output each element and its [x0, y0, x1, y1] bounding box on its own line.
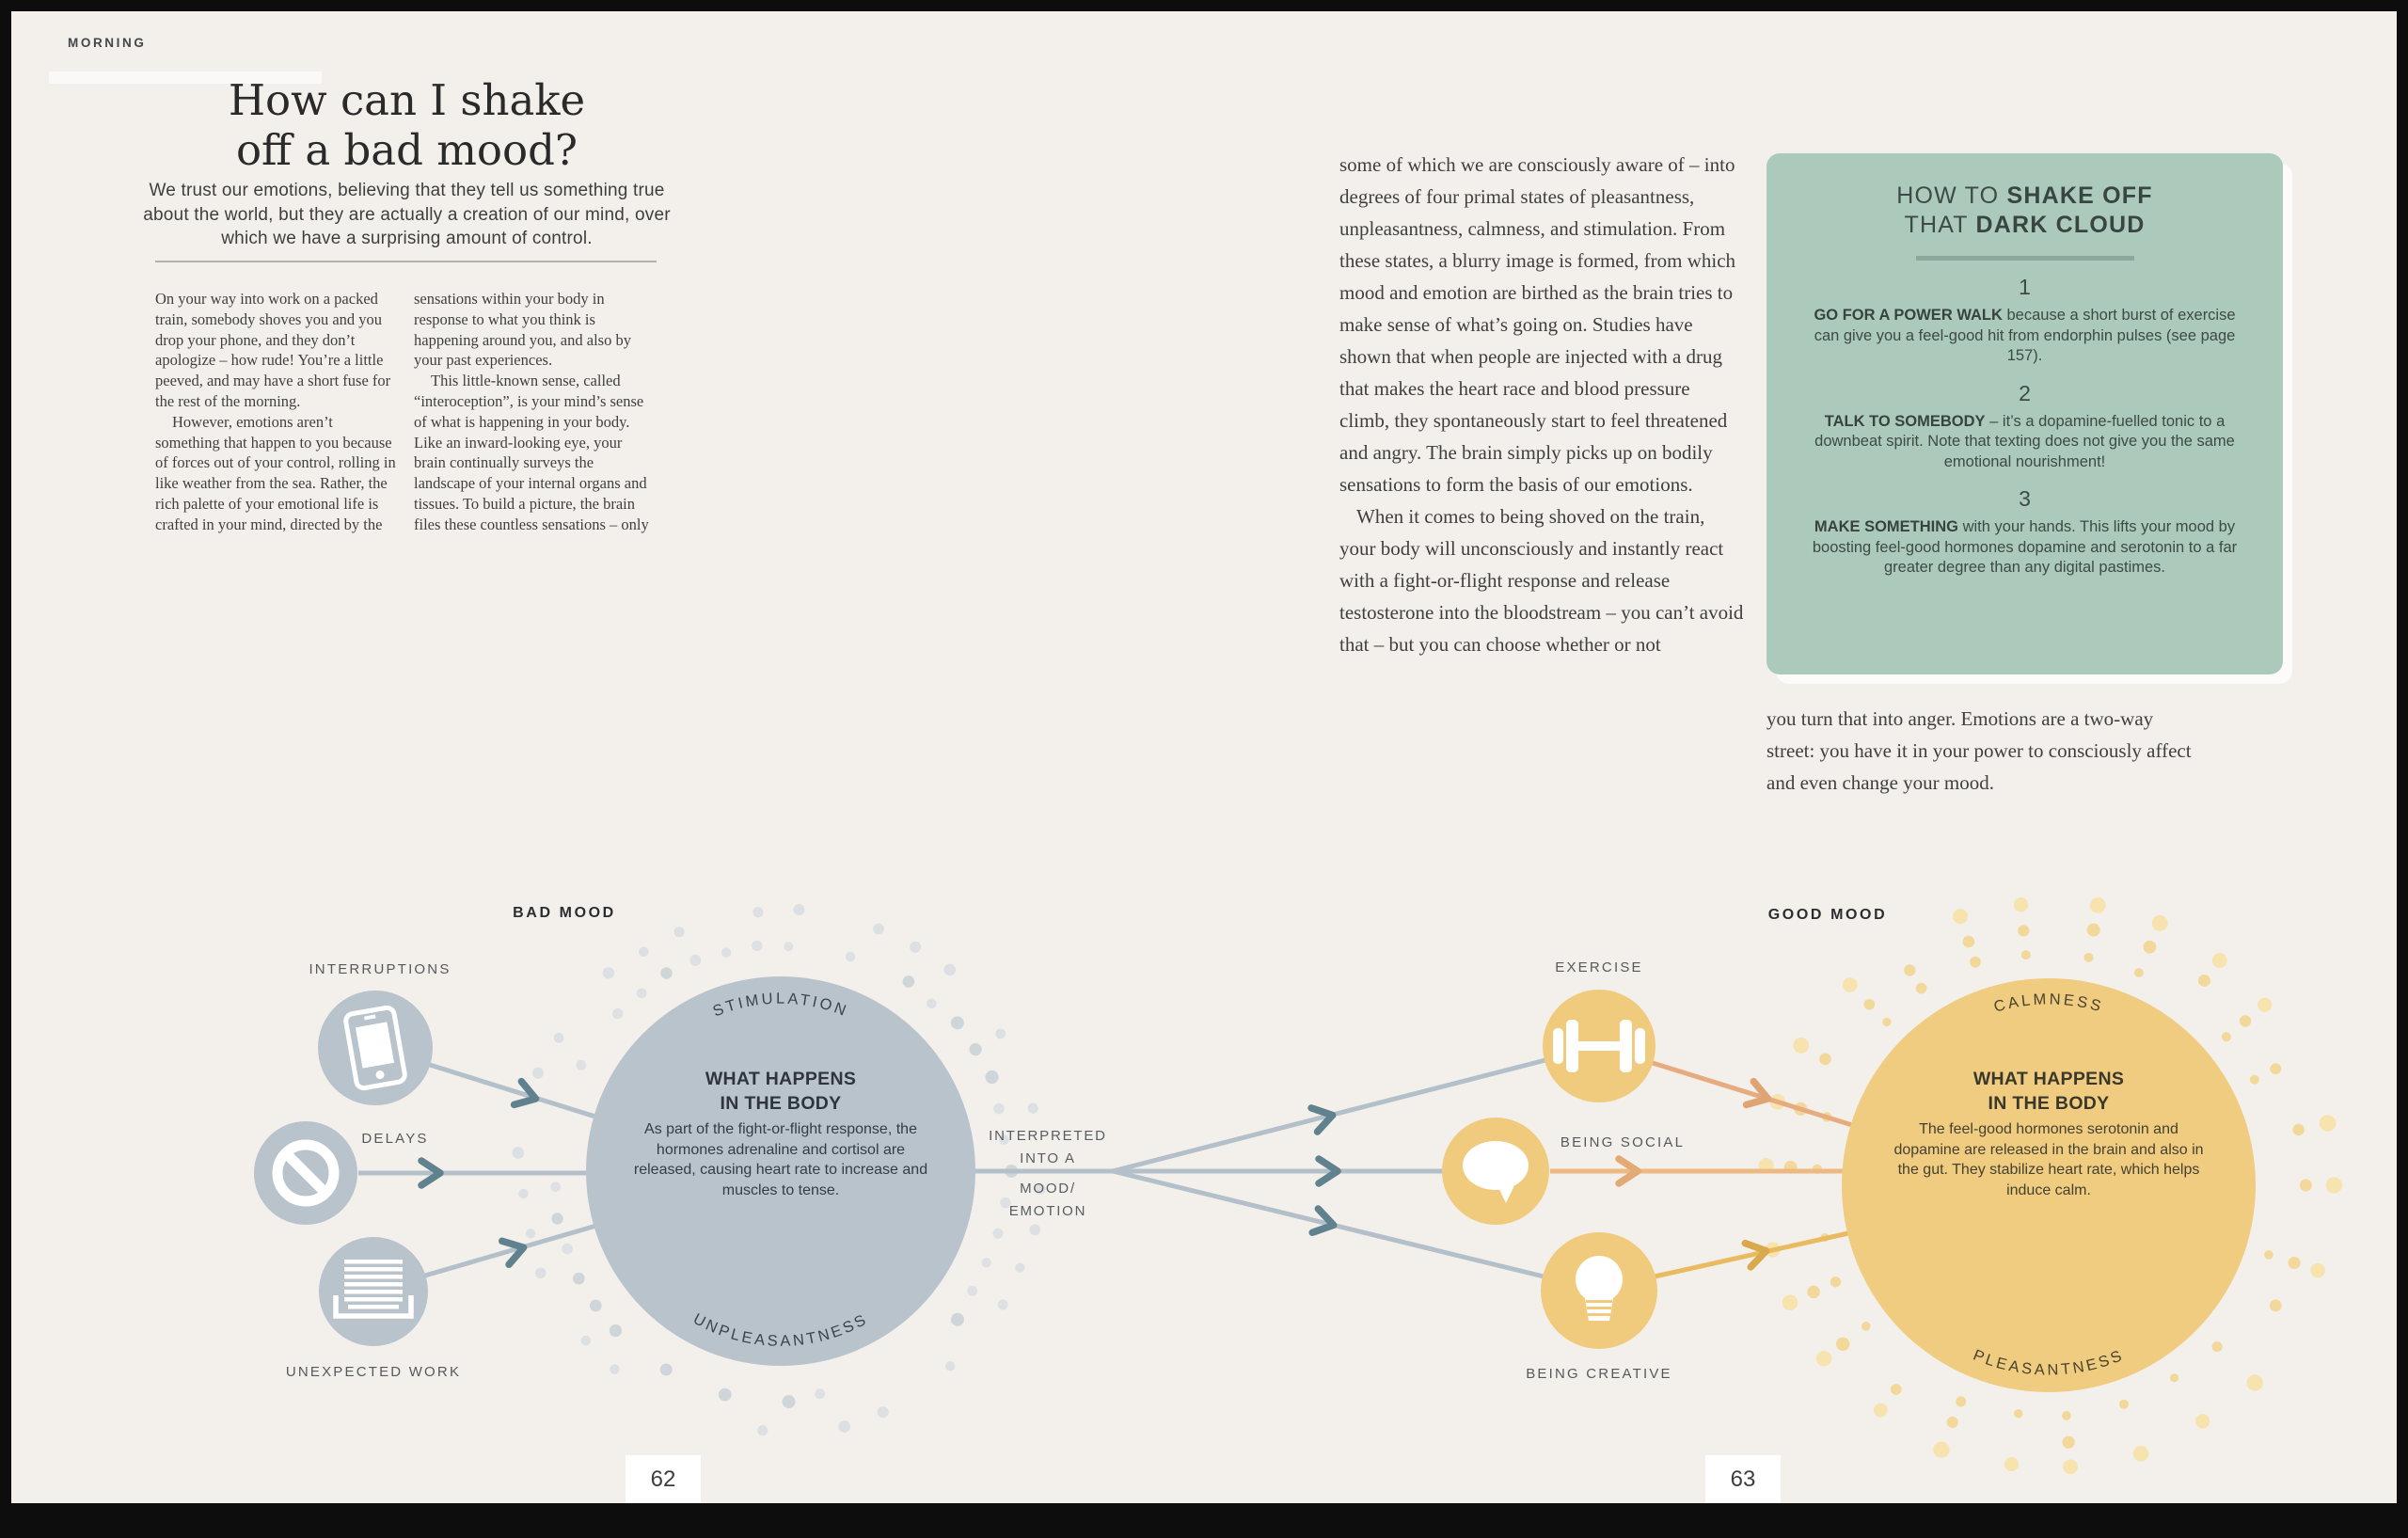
label-delays: DELAYS [361, 1131, 429, 1147]
body-column-2: sensations within your body in response … [414, 289, 655, 535]
page-number-left: 62 [626, 1455, 701, 1503]
bad-mood-circle [586, 976, 975, 1366]
howto-box-title: HOW TO SHAKE OFF THAT DARK CLOUD [1800, 182, 2249, 240]
paragraph: sensations within your body in response … [414, 290, 631, 370]
interpreted-line: INTO A [1020, 1150, 1076, 1166]
body-column-3: some of which we are consciously aware o… [1339, 149, 1744, 660]
interpreted-label-top: INTERPRETED INTO A [967, 1125, 1129, 1170]
exercise-icon-circle [1543, 990, 1656, 1102]
label-interruptions: INTERRUPTIONS [309, 961, 452, 977]
good-mood-sun-rays [1758, 897, 2343, 1475]
howto-step: MAKE SOMETHING with your hands. This lif… [1800, 517, 2249, 579]
paragraph: However, emotions aren’t something that … [155, 412, 396, 533]
label-exercise: EXERCISE [1555, 959, 1643, 975]
good-circle-heading: WHAT HAPPENS IN THE BODY [1915, 1068, 2182, 1116]
step-lead: TALK TO SOMEBODY [1824, 412, 1986, 430]
step-text: because a short burst of exercise can gi… [1814, 307, 2236, 364]
dumbbell-icon [1553, 1020, 1645, 1072]
interpreted-line: EMOTION [1008, 1203, 1087, 1219]
howto-box: HOW TO SHAKE OFF THAT DARK CLOUD 1 GO FO… [1766, 153, 2283, 674]
smartphone-icon [343, 1005, 407, 1091]
paragraph: you turn that into anger. Emotions are a… [1766, 707, 2192, 794]
good-mood-title: GOOD MOOD [1767, 907, 1888, 923]
paragraph: some of which we are consciously aware o… [1339, 153, 1736, 496]
bad-mood-title: BAD MOOD [513, 905, 616, 921]
howto-divider [1915, 256, 2134, 261]
step-text: – it’s a dopamine-fuelled tonic to a dow… [1814, 412, 2235, 470]
step-lead: GO FOR A POWER WALK [1814, 307, 2003, 324]
heading-line: WHAT HAPPENS [705, 1069, 857, 1089]
body-column-4: you turn that into anger. Emotions are a… [1766, 703, 2199, 799]
speech-bubble-icon [1463, 1141, 1529, 1203]
bad-circle-body: As part of the fight-or-flight response,… [633, 1121, 928, 1198]
interruptions-icon-circle [318, 991, 433, 1105]
howto-title-regular: THAT [1904, 212, 1969, 238]
interpreted-line: INTERPRETED [989, 1128, 1107, 1144]
arrowhead-chevrons [418, 1077, 1772, 1271]
howto-step: GO FOR A POWER WALK because a short burs… [1800, 306, 2249, 367]
bad-circle-heading: WHAT HAPPENS IN THE BODY [647, 1068, 914, 1116]
no-entry-icon [272, 1139, 340, 1207]
paragraph: This little-known sense, called “interoc… [414, 372, 649, 533]
howto-title-bold: DARK CLOUD [1975, 212, 2146, 238]
step-number: 3 [2019, 486, 2031, 511]
good-mood-circle [1842, 978, 2256, 1392]
howto-title-regular: HOW TO [1896, 182, 2000, 209]
step-text: with your hands. This lifts your mood by… [1812, 518, 2238, 576]
interpreted-label-bottom: MOOD/ EMOTION [967, 1178, 1129, 1223]
howto-title-line1: HOW TO SHAKE OFF [1800, 182, 2249, 211]
paragraph: When it comes to being shoved on the tra… [1339, 505, 1744, 656]
lightbulb-icon [1576, 1256, 1623, 1321]
delays-icon-circle [254, 1121, 357, 1225]
section-label-strip [49, 71, 322, 84]
article-standfirst: We trust our emotions, believing that th… [143, 181, 671, 248]
howto-title-bold: SHAKE OFF [2006, 182, 2153, 209]
label-being-creative: BEING CREATIVE [1526, 1366, 1672, 1382]
page-title: How can I shake off a bad mood? [136, 75, 677, 175]
heading-line: WHAT HAPPENS [1972, 1069, 2125, 1089]
section-label: MORNING [68, 36, 147, 50]
howto-title-line2: THAT DARK CLOUD [1800, 211, 2249, 240]
paperwork-icon [333, 1260, 414, 1319]
interpreted-line: MOOD/ [1020, 1181, 1076, 1197]
heading-line: IN THE BODY [1988, 1092, 2110, 1114]
being-social-icon-circle [1442, 1118, 1549, 1225]
step-number: 2 [2019, 380, 2031, 405]
howto-step: TALK TO SOMEBODY – it’s a dopamine-fuell… [1800, 412, 2249, 473]
page-title-line1: How can I shake [228, 75, 586, 125]
step-lead: MAKE SOMETHING [1814, 518, 1958, 535]
body-column-1: On your way into work on a packed train,… [155, 289, 398, 535]
page-title-line2: off a bad mood? [235, 125, 578, 175]
bad-mood-dotted-ring [512, 904, 1046, 1436]
step-number: 1 [2019, 275, 2031, 299]
label-being-social: BEING SOCIAL [1560, 1134, 1686, 1150]
good-circle-body: The feel-good hormones serotonin and dop… [1893, 1121, 2204, 1198]
heading-line: IN THE BODY [720, 1092, 842, 1114]
divider-rule [155, 261, 657, 262]
page-number-right: 63 [1705, 1455, 1781, 1503]
paragraph: On your way into work on a packed train,… [155, 290, 391, 410]
good-connector-lines [1550, 1060, 1853, 1279]
label-unexpected-work: UNEXPECTED WORK [285, 1364, 462, 1380]
being-creative-icon-circle [1541, 1232, 1657, 1349]
unexpected-work-icon-circle [319, 1237, 428, 1346]
